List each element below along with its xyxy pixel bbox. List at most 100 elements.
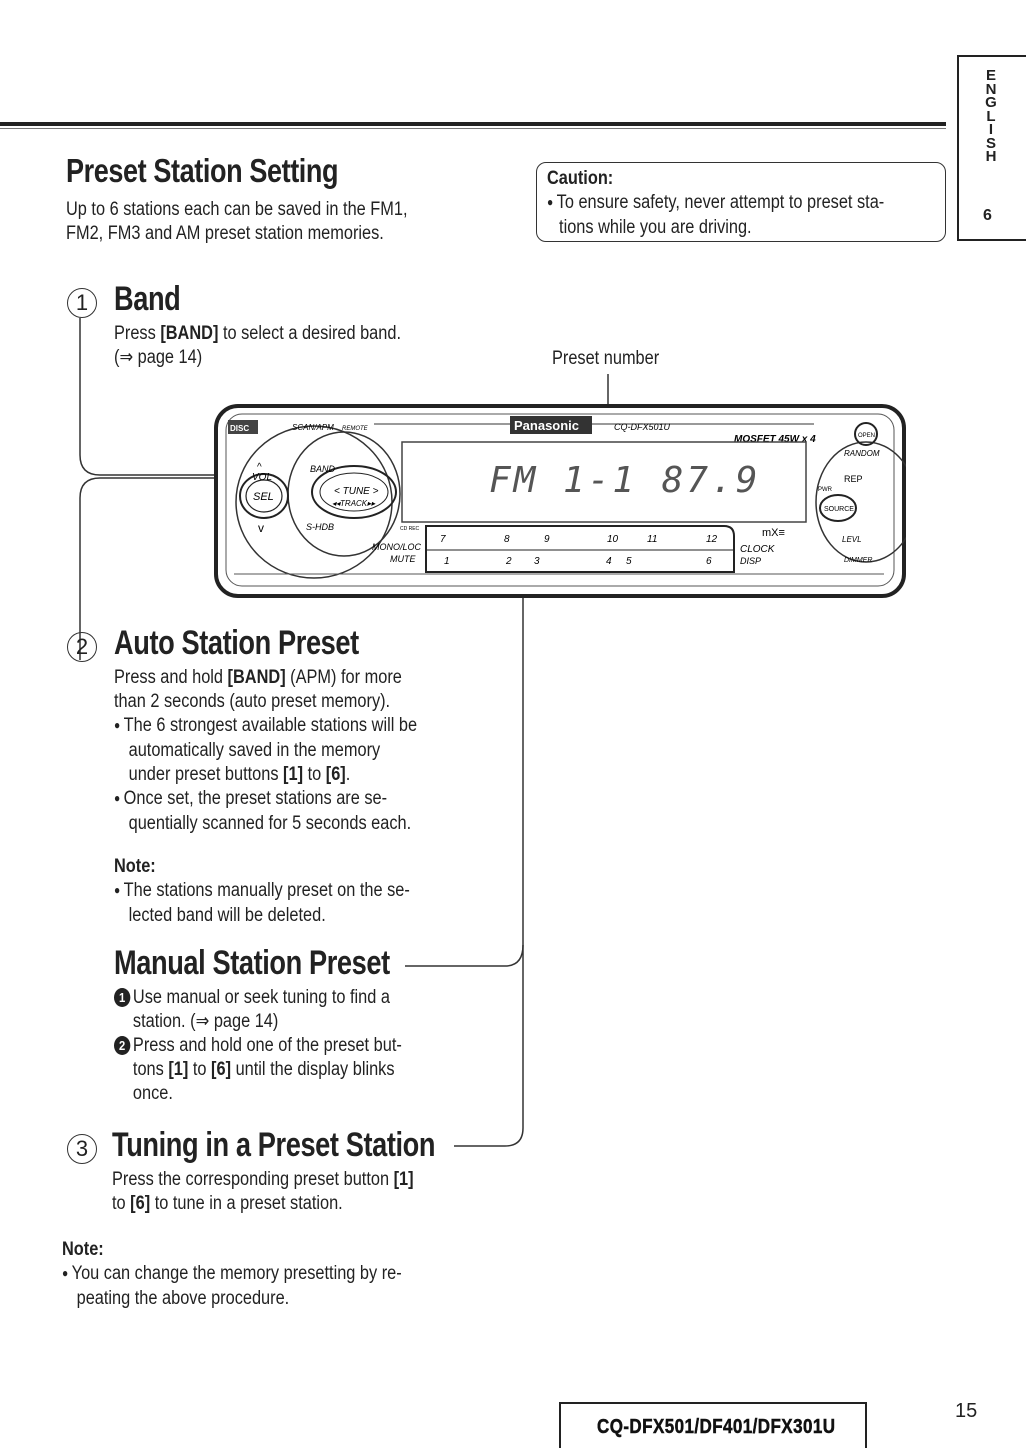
- step-number-1: 1: [67, 288, 97, 318]
- tune-label: < TUNE >: [334, 486, 379, 497]
- language-tab-letter: E: [985, 67, 996, 84]
- manual-step-2-pre: tons: [132, 1059, 169, 1080]
- pwr-label: PWR: [818, 487, 833, 493]
- preset-button-label: 7: [440, 534, 446, 545]
- auto-heading: Auto Station Preset: [114, 624, 359, 662]
- caution-box: Caution: To ensure safety, never attempt…: [536, 162, 946, 242]
- auto-p1-post: (APM) for more: [285, 667, 402, 688]
- tuning-key-6: [6]: [130, 1193, 151, 1214]
- vol-label: VOL: [252, 472, 272, 483]
- band-text: Press [BAND] to select a desired band. (…: [114, 322, 458, 370]
- band-text-post: to select a desired band.: [218, 323, 401, 344]
- scan-apm-label: SCAN/APM: [292, 423, 334, 432]
- manual-key-1: [1]: [168, 1059, 189, 1080]
- svg-text:^: ^: [257, 462, 262, 473]
- intro-line-1: Up to 6 stations each can be saved in th…: [66, 199, 408, 220]
- random-label: RANDOM: [844, 449, 880, 458]
- preset-button-label: 10: [607, 534, 619, 545]
- auto-note-line1: The stations manually preset on the se-: [114, 879, 458, 904]
- tuning-line1-pre: Press the corresponding preset button: [112, 1169, 394, 1190]
- cd-rec-label: CD REC: [400, 526, 420, 532]
- tuning-text: Press the corresponding preset button [1…: [112, 1168, 456, 1216]
- bottom-note: Note: You can change the memory presetti…: [62, 1238, 458, 1311]
- bottom-note-line2: peating the above procedure.: [76, 1288, 290, 1309]
- language-tab-number: 6: [983, 207, 992, 224]
- power-label: MOSFET 45W x 4: [734, 434, 816, 445]
- auto-p1-line2: than 2 seconds (auto preset memory).: [114, 691, 391, 712]
- tuning-line2-post: to tune in a preset station.: [150, 1193, 343, 1214]
- manual-step-2-mid: to: [188, 1059, 212, 1080]
- preset-button-label: 6: [706, 556, 712, 567]
- clock-label: CLOCK: [740, 544, 776, 555]
- tuning-leader-line: [454, 945, 524, 1147]
- tuning-key-1: [1]: [393, 1169, 414, 1190]
- preset-button-label: 3: [534, 556, 540, 567]
- manual-step-1-line2: station. (⇒ page 14): [132, 1011, 279, 1032]
- tuning-line2-pre: to: [112, 1193, 131, 1214]
- manual-heading: Manual Station Preset: [114, 944, 390, 982]
- preset-key-6: [6]: [325, 764, 346, 785]
- page-title: Preset Station Setting: [66, 152, 339, 189]
- footer-model-box: CQ-DFX501/DF401/DFX301U: [559, 1402, 867, 1448]
- bottom-note-line1: You can change the memory presetting by …: [62, 1262, 458, 1287]
- svg-text:DISC: DISC: [230, 424, 249, 433]
- auto-bullet-1-mid: to: [303, 764, 326, 785]
- step-number-2: 2: [67, 632, 97, 662]
- step-number-3: 3: [67, 1134, 97, 1164]
- band-page-ref: (⇒ page 14): [114, 347, 203, 368]
- auto-leader-line: [79, 477, 262, 660]
- footer-model: CQ-DFX501/DF401/DFX301U: [597, 1416, 836, 1439]
- manual-step-1-line1: Use manual or seek tuning to find a: [132, 987, 390, 1008]
- auto-note-line2: lected band will be deleted.: [128, 905, 326, 926]
- remote-label: REMOTE: [342, 426, 369, 432]
- tuning-heading: Tuning in a Preset Station: [112, 1126, 436, 1164]
- track-label: ◂◂TRACK▸▸: [332, 499, 376, 508]
- auto-p1-pre: Press and hold: [114, 667, 228, 688]
- manual-step-2-line1: Press and hold one of the preset but-: [132, 1035, 402, 1056]
- language-tab-letter: S: [985, 134, 996, 152]
- preset-button-label: 2: [505, 556, 512, 567]
- svg-text:v: v: [258, 521, 264, 535]
- bottom-note-label: Note:: [62, 1239, 104, 1260]
- manual-step-1-marker: 1: [114, 988, 131, 1007]
- auto-text: Press and hold [BAND] (APM) for more tha…: [114, 666, 458, 928]
- band-heading: Band: [114, 280, 181, 318]
- auto-bullet-1-line2: automatically saved in the memory: [128, 740, 381, 761]
- caution-line-2: tions while you are driving.: [559, 217, 752, 238]
- header-rule: [0, 122, 946, 126]
- page-number: 15: [955, 1400, 978, 1422]
- language-tab-letter: H: [985, 148, 997, 165]
- language-tab-letter: N: [985, 80, 997, 98]
- intro-text: Up to 6 stations each can be saved in th…: [66, 198, 462, 246]
- auto-bullet-2: Once set, the preset stations are se-: [114, 787, 458, 812]
- rep-label: REP: [844, 474, 863, 484]
- manual-step-2-line3: once.: [132, 1083, 173, 1104]
- lcd-display-text: FM 1-1 87.9: [489, 460, 760, 501]
- preset-button-label: 4: [606, 556, 612, 567]
- car-stereo-illustration: DISC SEL ^ VOL v < TUNE > ◂◂TRACK▸▸ BAND…: [214, 404, 906, 598]
- preset-button-label: 5: [626, 556, 632, 567]
- band-leader-line: [79, 318, 262, 476]
- disp-label: DISP: [740, 556, 761, 566]
- open-label: OPEN: [858, 433, 875, 439]
- auto-band-key: [BAND]: [227, 667, 286, 688]
- auto-bullet-1-line3: under preset buttons: [128, 764, 284, 785]
- model-label: CQ-DFX501U: [614, 422, 671, 432]
- dimmer-label: DIMMER: [844, 557, 872, 564]
- intro-line-2: FM2, FM3 and AM preset station memories.: [66, 223, 384, 244]
- band-key: [BAND]: [160, 323, 219, 344]
- mxe-label: mX≡: [762, 527, 785, 539]
- levl-label: LEVL: [842, 535, 862, 544]
- preset-number-label: Preset number: [552, 348, 660, 369]
- preset-button-label: 12: [706, 534, 718, 545]
- mono-loc-label: MONO/LOC: [372, 542, 422, 552]
- caution-label: Caution:: [547, 168, 614, 189]
- preset-button-label: 9: [544, 534, 550, 545]
- auto-note-label: Note:: [114, 856, 156, 877]
